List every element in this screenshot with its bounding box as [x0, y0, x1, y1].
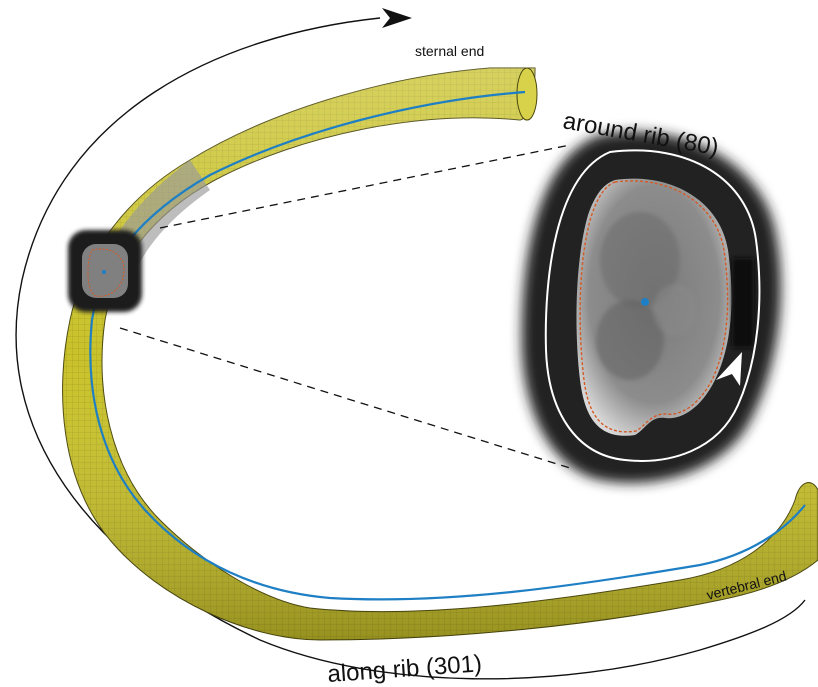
centroid-point	[641, 298, 649, 306]
arrow-right-icon	[382, 8, 412, 28]
sternal-end-label: sternal end	[415, 43, 484, 59]
sternal-end-cap	[517, 68, 537, 120]
cross-section-zoom	[522, 132, 781, 483]
slice-marker	[68, 230, 142, 312]
connector-line-bottom	[120, 328, 570, 468]
along-rib-label: along rib (301)	[327, 650, 483, 687]
